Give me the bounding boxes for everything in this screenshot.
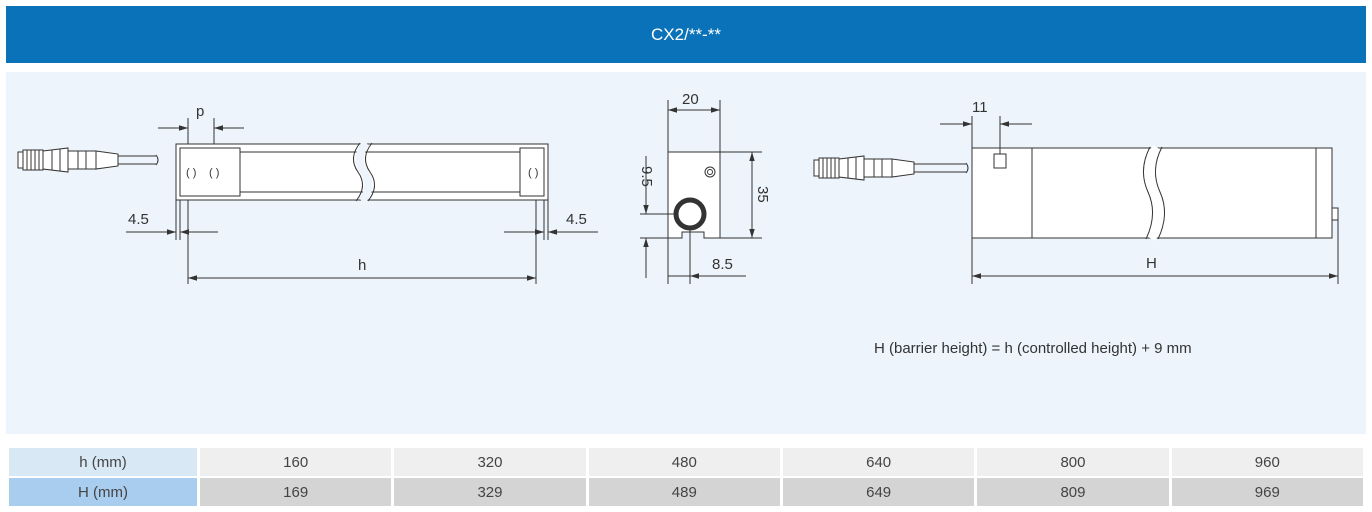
table-row: h (mm) 160 320 480 640 800 960 — [9, 448, 1363, 476]
row-label: H (mm) — [9, 478, 197, 506]
dim-pitch: p — [196, 103, 204, 120]
table-cell: 169 — [200, 478, 392, 506]
dim-controlled-height: h — [358, 257, 366, 274]
table-cell: 809 — [977, 478, 1169, 506]
table-cell: 160 — [200, 448, 392, 476]
table-cell: 969 — [1171, 478, 1363, 506]
dimension-table: h (mm) 160 320 480 640 800 960 H (mm) 16… — [6, 446, 1366, 508]
table-row: H (mm) 169 329 489 649 809 969 — [9, 478, 1363, 506]
side-view-drawing — [813, 116, 1339, 284]
dim-section-depth: 35 — [754, 186, 771, 203]
height-formula: H (barrier height) = h (controlled heigh… — [874, 340, 1192, 357]
title-bar: CX2/**-** — [6, 6, 1366, 63]
title: CX2/**-** — [651, 24, 721, 44]
table-cell: 960 — [1171, 448, 1363, 476]
table-cell: 649 — [782, 478, 975, 506]
technical-drawing: ( ) ( ) ( ) — [17, 91, 1339, 284]
table-cell: 320 — [394, 448, 586, 476]
row-label: h (mm) — [9, 448, 197, 476]
svg-text:( ): ( ) — [528, 167, 538, 179]
section-view-drawing — [640, 100, 762, 284]
dim-connector-offset: 11 — [972, 99, 988, 116]
dim-right-margin: 4.5 — [566, 211, 587, 228]
drawing-panel: ( ) ( ) ( ) — [6, 72, 1366, 434]
dim-section-offset: 9.5 — [638, 166, 655, 187]
table-cell: 640 — [782, 448, 975, 476]
dim-section-bottom: 8.5 — [712, 256, 733, 273]
dim-section-width: 20 — [682, 91, 699, 108]
svg-text:( ): ( ) — [209, 167, 219, 179]
svg-text:( ): ( ) — [186, 167, 196, 179]
dim-barrier-height: H — [1146, 255, 1157, 272]
front-view-drawing: ( ) ( ) ( ) — [17, 118, 598, 284]
table-cell: 480 — [588, 448, 780, 476]
table-cell: 800 — [977, 448, 1169, 476]
dim-left-margin: 4.5 — [128, 211, 149, 228]
table-cell: 329 — [394, 478, 586, 506]
table-cell: 489 — [588, 478, 780, 506]
